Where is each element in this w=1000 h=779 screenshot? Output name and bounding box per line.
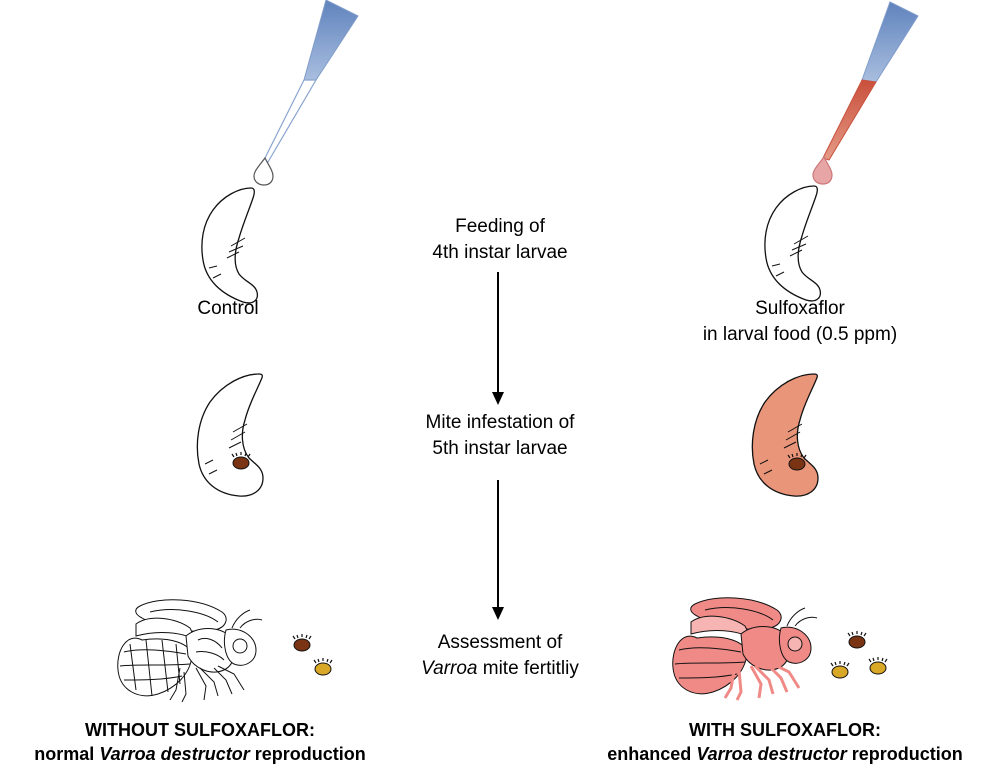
treated-larva-mite-icon (787, 453, 807, 471)
control-bee-icon (117, 599, 263, 703)
control-outcome-heading: WITHOUT SULFOXAFLOR: normal Varroa destr… (0, 718, 400, 766)
arrow-down-icon (492, 480, 504, 620)
treatment-line2: in larval food (0.5 ppm) (702, 324, 898, 345)
control-outcome-species: Varroa destructor (99, 744, 250, 764)
treated-offspring-mite-icon (868, 657, 888, 675)
step-infestation-label: Mite infestation of 5th instar larvae (390, 410, 610, 462)
control-group-label: Control (197, 298, 259, 319)
assessment-rest: mite fertitliy (477, 658, 579, 679)
treated-larva-5th-instar-icon (751, 373, 819, 497)
step-infestation-line1: Mite infestation of (425, 412, 575, 433)
step-feeding-label: Feeding of 4th instar larvae (400, 214, 600, 266)
step-feeding-line2: 4th instar larvae (432, 242, 568, 263)
varroa-italic: Varroa (421, 658, 478, 679)
treatment-outcome-heading: WITH SULFOXAFLOR: enhanced Varroa destru… (570, 718, 1000, 766)
treated-mother-mite-icon (847, 631, 867, 649)
step-feeding-line1: Feeding of (455, 216, 545, 237)
treatment-outcome-title: WITH SULFOXAFLOR: (689, 720, 881, 740)
treated-bee-icon (672, 597, 818, 701)
control-pipette-icon (263, 0, 359, 163)
sulfoxaflor-pipette-icon (822, 1, 919, 161)
sulfoxaflor-drop-icon (812, 155, 833, 185)
control-drop-icon (253, 156, 274, 186)
control-outcome-title: WITHOUT SULFOXAFLOR: (85, 720, 315, 740)
treated-larva-4th-instar-icon (764, 185, 822, 302)
control-larva-4th-instar-icon (201, 187, 259, 304)
control-outcome-subtitle: normal Varroa destructor reproduction (0, 742, 400, 766)
treatment-outcome-species: Varroa destructor (696, 744, 847, 764)
treatment-line1: Sulfoxaflor (755, 298, 845, 319)
step-assessment-label: Assessment of Varroa mite fertitliy (390, 630, 610, 682)
control-outcome-pre: normal (34, 744, 100, 764)
arrow-down-icon (492, 272, 504, 405)
control-outcome-post: reproduction (249, 744, 366, 764)
step-infestation-line2: 5th instar larvae (432, 438, 568, 459)
treatment-outcome-subtitle: enhanced Varroa destructor reproduction (570, 742, 1000, 766)
step-assessment-line2: Varroa mite fertitliy (390, 656, 610, 682)
treatment-outcome-pre: enhanced (607, 744, 697, 764)
control-mother-mite-icon (292, 634, 312, 652)
step-assessment-line1: Assessment of (437, 632, 563, 653)
control-larva-5th-instar-icon (196, 373, 264, 497)
treated-offspring-mite-icon (830, 661, 850, 679)
control-larva-mite-icon (231, 452, 251, 470)
control-offspring-mite-icon (313, 658, 333, 676)
treatment-group-label: Sulfoxaflor in larval food (0.5 ppm) (670, 296, 930, 348)
treatment-outcome-post: reproduction (846, 744, 963, 764)
